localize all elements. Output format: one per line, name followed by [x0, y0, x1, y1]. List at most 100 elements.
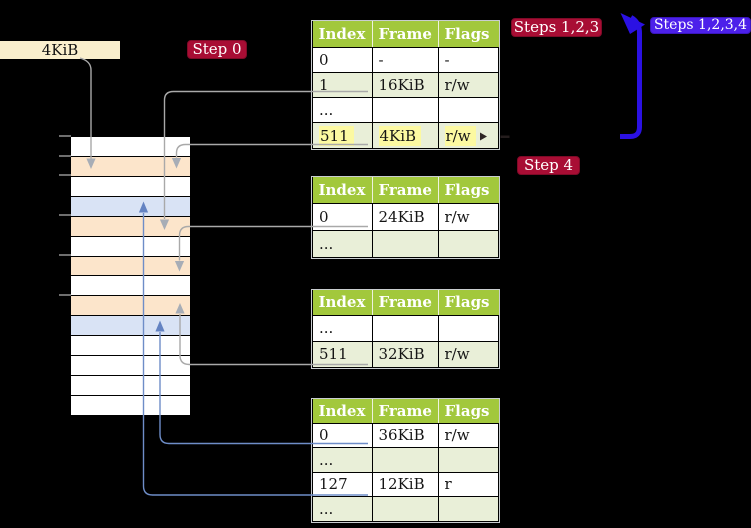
memory-frame-row-white — [71, 137, 190, 157]
table-cell: ... — [312, 496, 373, 522]
table-cell: r/w — [437, 340, 499, 368]
table-row: ... — [312, 97, 499, 124]
table-header-frame: Frame — [372, 21, 439, 48]
memory-tick — [59, 214, 71, 216]
table-cell: - — [371, 46, 439, 73]
table-cell: ... — [312, 314, 373, 342]
big-blue-loop-arrow — [620, 15, 642, 139]
table-cell: 16KiB — [371, 71, 439, 99]
memory-frame-row-peach — [71, 216, 190, 237]
table-cell: r — [437, 471, 499, 497]
table-cell: r/w — [437, 202, 499, 231]
physical-memory-column — [71, 137, 190, 416]
memory-frame-row-white — [71, 376, 190, 396]
table-cell: 0 — [312, 46, 373, 73]
table-header-index: Index — [312, 399, 373, 424]
table-row: 0-- — [312, 46, 499, 73]
memory-tick — [59, 254, 71, 256]
table-cell — [437, 496, 499, 522]
steps-1-2-3-badge: Steps 1,2,3 — [511, 18, 602, 37]
memory-frame-row-white — [71, 395, 190, 416]
table-header-flags: Flags — [438, 399, 499, 424]
step-0-badge: Step 0 — [187, 40, 247, 59]
memory-frame-row-white — [71, 176, 190, 197]
memory-frame-row-blue — [71, 196, 190, 217]
table-cell — [371, 97, 439, 124]
table-cell: 24KiB — [371, 202, 439, 231]
memory-frame-row-peach — [71, 156, 190, 177]
table-header-frame: Frame — [372, 290, 439, 316]
table-header-frame: Frame — [372, 177, 439, 204]
table-cell: ... — [312, 97, 373, 124]
memory-frame-row-white — [71, 276, 190, 297]
memory-tick — [59, 135, 71, 137]
table-cell: r/w — [437, 71, 499, 99]
highlighted-value: 4KiB — [378, 125, 422, 146]
table-cell: - — [437, 46, 499, 73]
table-cell: 127 — [312, 471, 373, 497]
memory-tick — [59, 294, 71, 296]
memory-frame-row-blue — [71, 316, 190, 337]
table-cell: 0 — [312, 422, 373, 448]
table-cell — [371, 496, 439, 522]
arrowhead-up-left-icon — [620, 13, 645, 34]
table-header-frame: Frame — [372, 399, 439, 424]
table-row: ... — [312, 447, 499, 473]
table-header-flags: Flags — [438, 290, 499, 316]
table-cell: 4KiB — [371, 122, 439, 149]
table-row: 511 4KiB r/w — [312, 122, 499, 149]
memory-frame-row-white — [71, 356, 190, 377]
table-cell — [371, 229, 439, 258]
table-cell: 511 — [312, 340, 373, 368]
table-row: ... — [312, 496, 499, 522]
steps-1-2-3-4-badge: Steps 1,2,3,4 — [650, 17, 751, 34]
memory-frame-row-white — [71, 236, 190, 257]
frame-size-label: 4KiB — [0, 41, 120, 59]
table-cell — [437, 97, 499, 124]
table-cell — [437, 447, 499, 473]
table-cell — [371, 447, 439, 473]
table-header-index: Index — [312, 177, 373, 204]
table-header-index: Index — [312, 290, 373, 316]
table-cell — [371, 314, 439, 342]
memory-tick — [59, 155, 71, 157]
table-cell: 12KiB — [371, 471, 439, 497]
table-row: ... — [312, 314, 499, 342]
table-cell: 511 — [312, 122, 373, 149]
highlighted-value: 511 — [319, 125, 354, 146]
table-cell — [437, 314, 499, 342]
table-header-flags: Flags — [438, 21, 499, 48]
faint-arrow-segment — [500, 135, 510, 138]
table-cell: ... — [312, 447, 373, 473]
step-4-badge: Step 4 — [517, 156, 580, 175]
table-cell — [437, 229, 499, 258]
table-cell: r/w — [437, 422, 499, 448]
table-row: ... — [312, 229, 499, 258]
table-header-flags: Flags — [438, 177, 499, 204]
memory-frame-row-peach — [71, 296, 190, 317]
table-cell: 0 — [312, 202, 373, 231]
memory-tick — [59, 174, 71, 176]
memory-frame-row-white — [71, 336, 190, 357]
highlighted-value: r/w — [444, 125, 476, 146]
table-header-index: Index — [312, 21, 373, 48]
table-cell: 32KiB — [371, 340, 439, 368]
table-cell: r/w — [437, 122, 499, 149]
table-cell: 1 — [312, 71, 373, 99]
table-cell: 36KiB — [371, 422, 439, 448]
table-cell: ... — [312, 229, 373, 258]
